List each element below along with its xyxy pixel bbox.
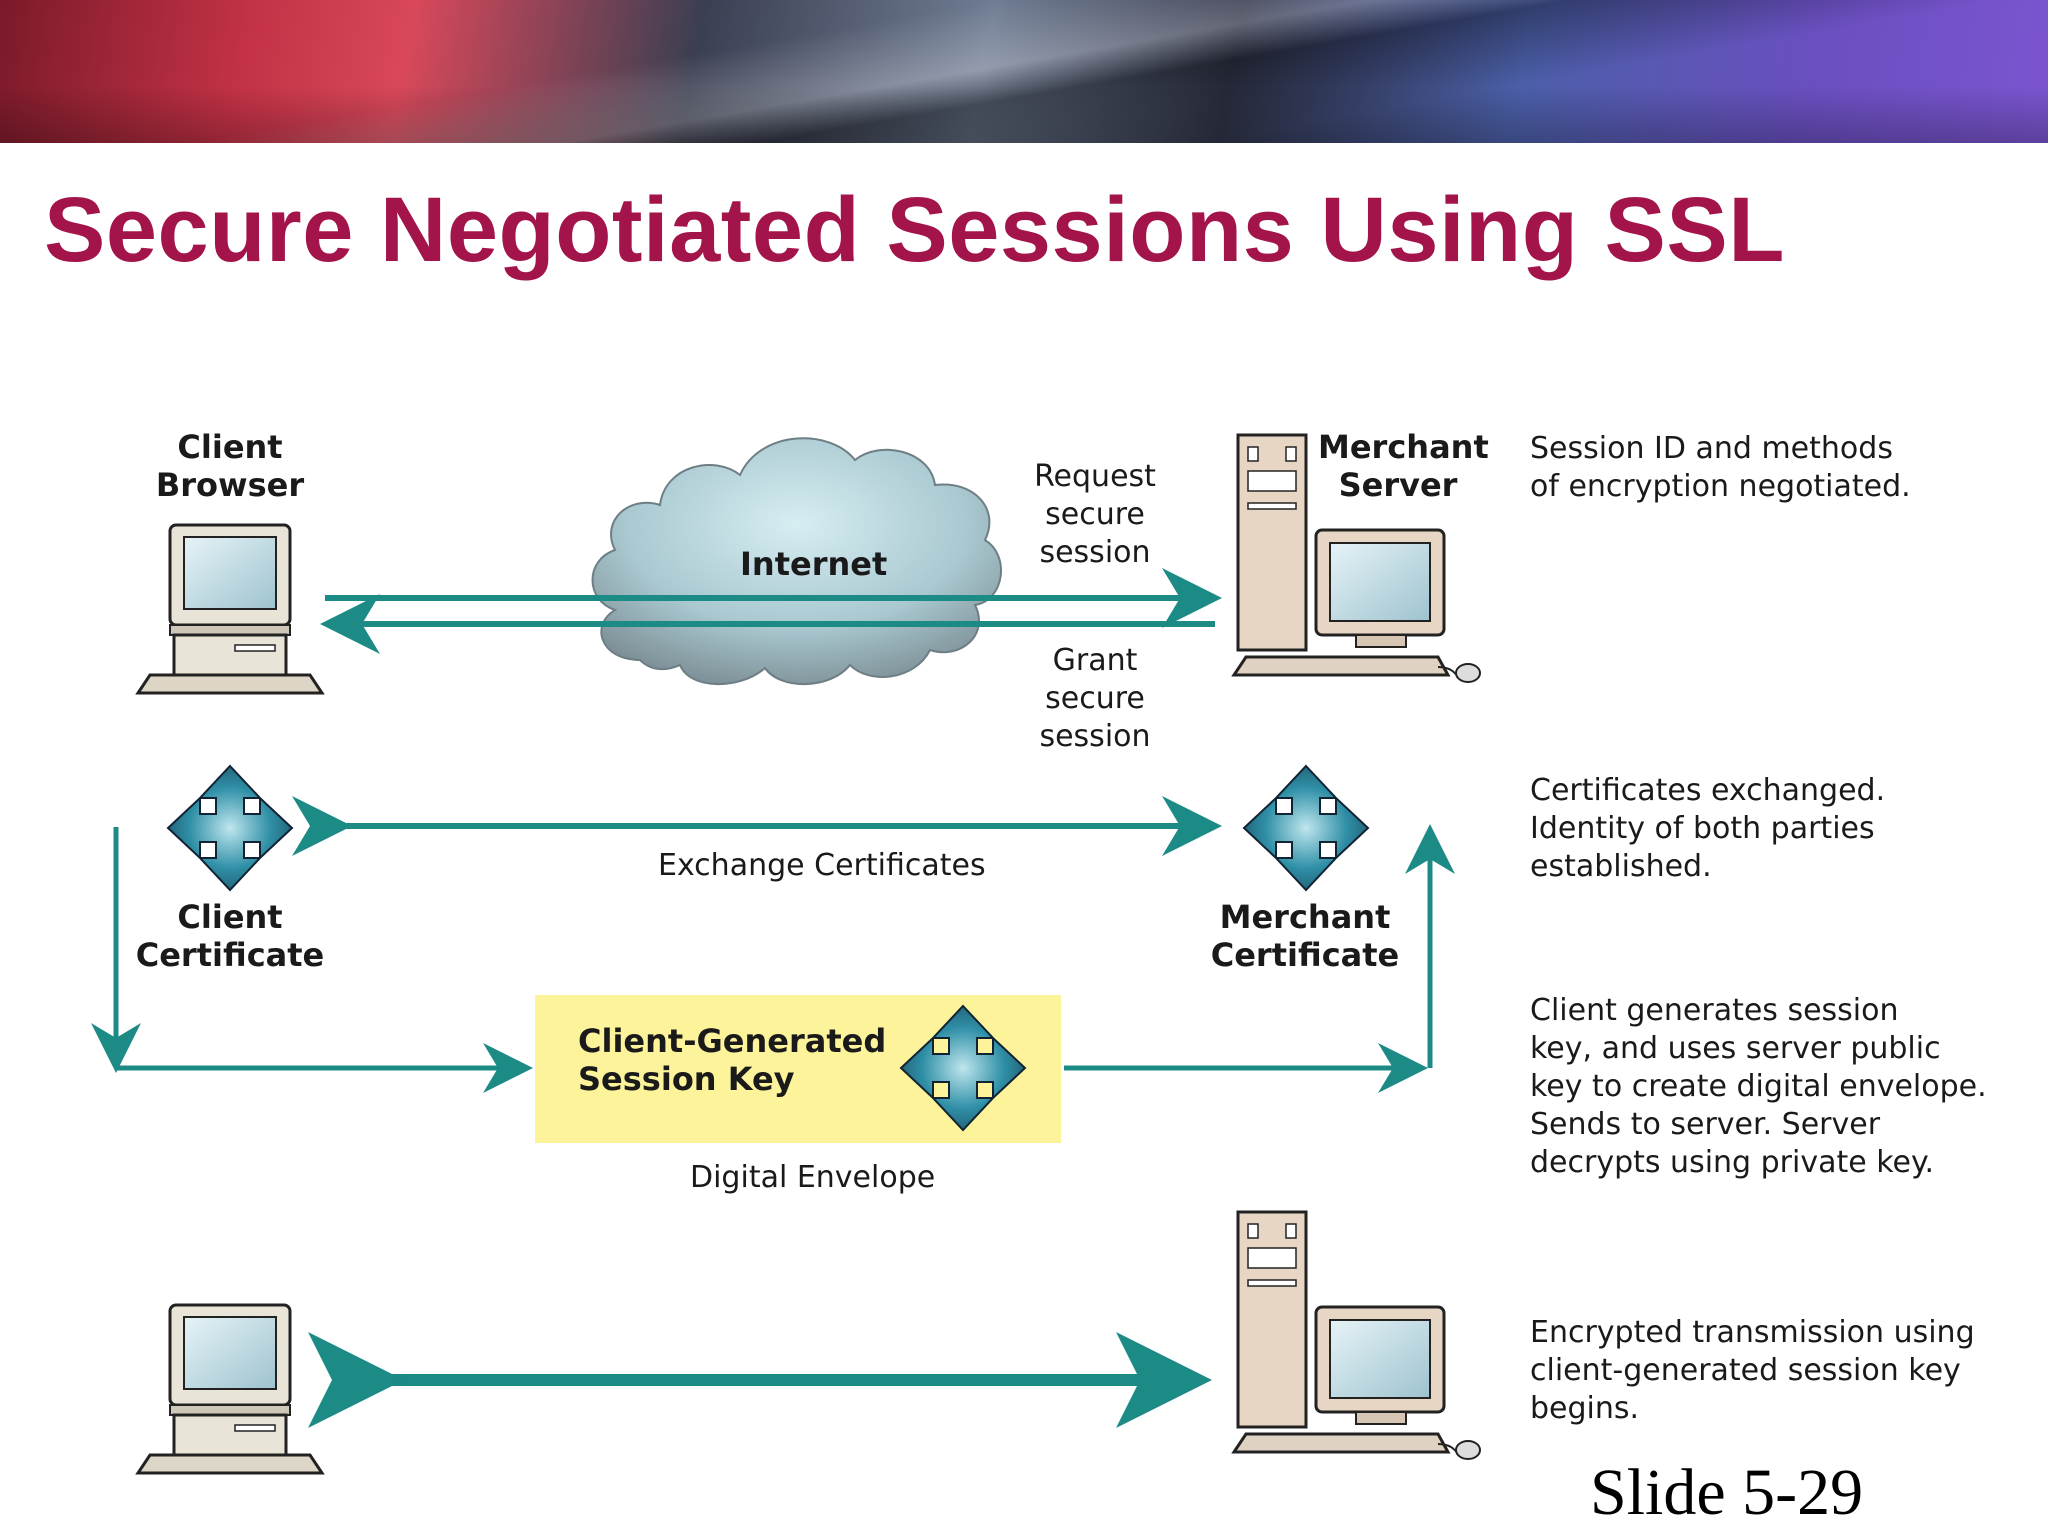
merchant-certificate-label-line1: Merchant (1219, 898, 1391, 936)
banner-streak (0, 0, 2048, 143)
note-session-id: Session ID and methods of encryption neg… (1530, 431, 1911, 504)
header-banner (0, 0, 2048, 143)
client-certificate-icon (166, 764, 294, 892)
grant-label: Grant secure session (1020, 642, 1170, 756)
client-browser-label-line2: Browser (155, 466, 305, 504)
client-computer-icon (135, 523, 325, 695)
merchant-server-icon (1231, 433, 1481, 683)
exchange-certificates-label: Exchange Certificates (658, 848, 986, 883)
merchant-certificate-icon (1242, 764, 1370, 892)
digital-envelope-label: Digital Envelope (690, 1160, 936, 1195)
note-encrypted-transmission: Encrypted transmission using client-gene… (1530, 1315, 1975, 1426)
note-certificates: Certificates exchanged. Identity of both… (1530, 773, 1886, 884)
merchant-certificate-label-line2: Certificate (1210, 936, 1400, 974)
merchant-server-icon-bottom (1231, 1210, 1481, 1460)
merchant-server-label: Merchant Server (1318, 428, 1489, 504)
request-label-line3: session (1039, 535, 1151, 570)
request-label: Request secure session (1020, 458, 1170, 572)
request-label-line2: secure (1045, 497, 1145, 532)
client-browser-label-line1: Client (177, 428, 283, 466)
session-key-label: Client-Generated Session Key (578, 1022, 886, 1098)
client-computer-icon-bottom (135, 1303, 325, 1475)
client-certificate-label-line1: Client (177, 898, 283, 936)
internet-label: Internet (740, 545, 888, 583)
client-browser-label: Client Browser (150, 428, 310, 504)
slide-title: Secure Negotiated Sessions Using SSL (44, 179, 1785, 281)
session-key-icon (899, 1004, 1027, 1132)
merchant-server-label-line2: Server (1338, 466, 1458, 504)
session-key-label-line2: Session Key (578, 1060, 795, 1098)
slide-number: Slide 5-29 (1590, 1456, 1864, 1529)
grant-label-line2: secure (1045, 681, 1145, 716)
grant-label-line1: Grant (1052, 643, 1138, 678)
grant-label-line3: session (1039, 719, 1151, 754)
merchant-server-label-line1: Merchant (1318, 428, 1489, 466)
client-certificate-label: Client Certificate (130, 898, 330, 974)
client-certificate-label-line2: Certificate (135, 936, 325, 974)
session-key-label-line1: Client-Generated (578, 1022, 887, 1060)
note-session-key: Client generates session key, and uses s… (1530, 993, 1987, 1180)
request-label-line1: Request (1034, 459, 1156, 494)
banner-shade (0, 0, 2048, 143)
merchant-certificate-label: Merchant Certificate (1205, 898, 1405, 974)
